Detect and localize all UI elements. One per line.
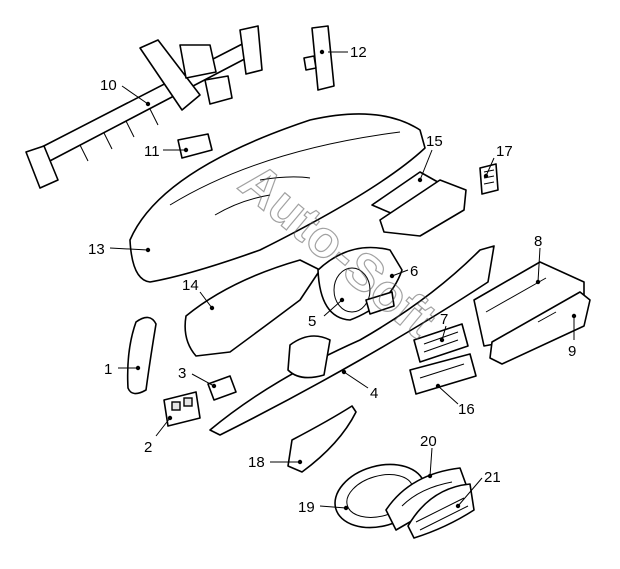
part-21-cluster-lens: [407, 483, 475, 539]
callout-3: 3: [178, 365, 186, 382]
part-7-control-unit: [413, 323, 469, 363]
callout-16: 16: [458, 401, 475, 418]
callout-12: 12: [350, 44, 367, 61]
part-18-panel: [287, 405, 357, 473]
callout-21: 21: [484, 469, 501, 486]
callout-9: 9: [568, 343, 576, 360]
part-9-glovebox-lid: [489, 291, 591, 365]
callout-7: 7: [440, 311, 448, 328]
part-13-dash-top: [129, 113, 426, 283]
part-17-vent: [479, 163, 499, 195]
callout-5: 5: [308, 313, 316, 330]
callout-15: 15: [426, 133, 443, 150]
callout-11: 11: [144, 143, 160, 160]
callout-20: 20: [420, 433, 437, 450]
part-2-switch-block: [163, 391, 201, 427]
part-16-control-panel: [409, 353, 477, 395]
callout-4: 4: [370, 385, 378, 402]
part-12-bracket: [303, 25, 335, 91]
callout-8: 8: [534, 233, 542, 250]
callout-17: 17: [496, 143, 513, 160]
callout-14: 14: [182, 277, 199, 294]
part-1-side-cover: [126, 316, 157, 395]
part-14-lower-panel: [184, 259, 321, 357]
callout-2: 2: [144, 439, 152, 456]
callout-19: 19: [298, 499, 315, 516]
callout-13: 13: [88, 241, 105, 258]
callout-10: 10: [100, 77, 117, 94]
callout-6: 6: [410, 263, 418, 280]
part-3-vent: [207, 375, 237, 401]
callout-18: 18: [248, 454, 265, 471]
part-15-airbag: [371, 171, 467, 237]
part-10-crossbeam: [25, 25, 263, 189]
part-4-main-fascia: [209, 245, 495, 436]
callout-1: 1: [104, 361, 112, 378]
part-11-clip: [177, 133, 213, 159]
callouts: 10 12 11 17 15 13 14 6 5 8 9 7 1 3 4 16: [88, 44, 576, 516]
leader-dots: [135, 49, 577, 511]
